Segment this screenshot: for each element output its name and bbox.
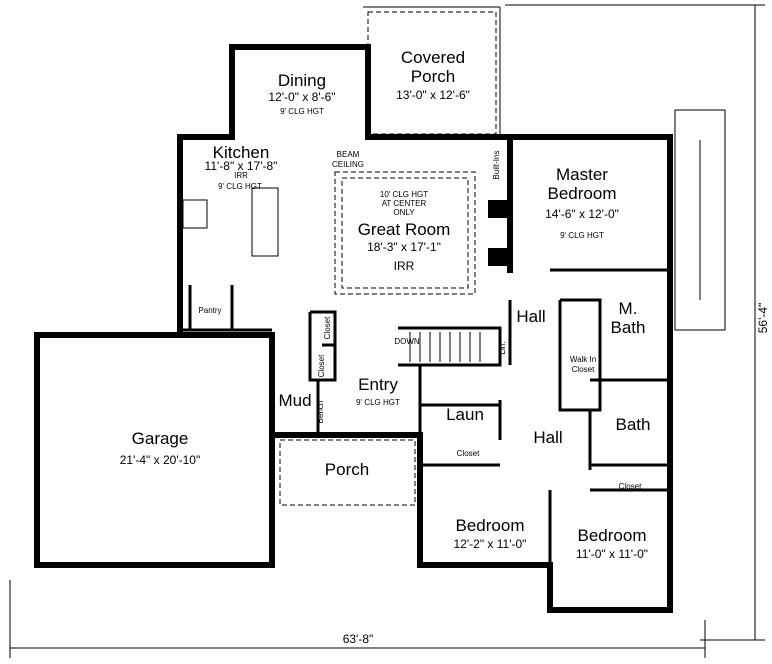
kitchen-size: 11'-8" x 17'-8" <box>205 159 278 173</box>
rear-stairs <box>674 109 726 331</box>
pantry-label: Pantry <box>198 306 221 315</box>
bench-label: Bench <box>316 401 325 424</box>
bath-label: Bath <box>616 415 651 434</box>
dining-size: 12'-0" x 8'-6" <box>268 90 335 104</box>
master-bath-label-2: Bath <box>611 318 646 337</box>
built-ins-label: Built-Ins <box>492 151 501 180</box>
covered-porch-label: Covered <box>401 48 465 67</box>
dimension-lines <box>9 4 765 658</box>
master-bedroom-label-2: Bedroom <box>548 184 617 203</box>
mud-label: Mud <box>278 391 311 410</box>
stairs-down-label: DOWN <box>394 337 420 346</box>
bedroom-closet-label: Closet <box>457 449 480 458</box>
hall-label: Hall <box>516 307 545 326</box>
entry-label: Entry <box>358 375 398 394</box>
beam-label: BEAM <box>337 150 360 159</box>
laundry-label: Laun <box>446 405 484 424</box>
beam-label-2: CEILING <box>332 160 364 169</box>
beam-ceiling-outline <box>334 171 476 295</box>
bedroom-2-label: Bedroom <box>578 526 647 545</box>
garage-label: Garage <box>132 429 189 448</box>
front-porch-outline <box>279 439 416 506</box>
bedroom-2-size: 11'-0" x 11'-0" <box>576 547 648 561</box>
walls <box>34 44 673 613</box>
width-dimension: 63'-8" <box>343 632 374 646</box>
porch-label: Porch <box>325 460 369 479</box>
bedroom-1-label: Bedroom <box>456 516 525 535</box>
kitchen-note: IRR <box>234 171 248 180</box>
great-room-size: 18'-3" x 17'-1" <box>367 240 441 254</box>
entry-ceiling: 9' CLG HGT <box>356 398 400 407</box>
dining-label: Dining <box>278 71 326 90</box>
fireplace-icon <box>488 200 510 218</box>
bedroom-closet-label-2: Closet <box>619 482 642 491</box>
garage-size: 21'-4" x 20'-10" <box>120 453 200 467</box>
master-bedroom-label: Master <box>556 165 608 184</box>
range-icon <box>182 199 208 229</box>
kitchen-ceiling: 9' CLG HGT <box>218 182 262 191</box>
linen-label: Lin. <box>498 342 507 355</box>
master-bedroom-size: 14'-6" x 12'-0" <box>545 207 619 221</box>
walk-in-closet-label-2: Closet <box>572 365 595 374</box>
great-room-ceiling: 10' CLG HGT <box>380 190 428 199</box>
great-room-ceiling-3: ONLY <box>393 208 415 217</box>
great-room-note: IRR <box>394 259 415 273</box>
master-bedroom-ceiling: 9' CLG HGT <box>560 231 604 240</box>
closet-label: Closet <box>323 316 332 339</box>
great-room-ceiling-2: AT CENTER <box>382 199 427 208</box>
closet-label-2: Closet <box>317 354 326 377</box>
dining-ceiling: 9' CLG HGT <box>280 107 324 116</box>
master-bath-label: M. <box>619 299 638 318</box>
hall-label-2: Hall <box>533 428 562 447</box>
kitchen-label: Kitchen <box>213 143 270 162</box>
walk-in-closet-label: Walk In <box>570 355 596 364</box>
kitchen-island <box>251 187 279 257</box>
depth-dimension: 56'-4" <box>756 303 770 334</box>
covered-porch-size: 13'-0" x 12'-6" <box>396 88 470 102</box>
bedroom-1-size: 12'-2" x 11'-0" <box>454 537 527 551</box>
covered-porch-label-2: Porch <box>411 67 455 86</box>
staircase <box>409 332 481 362</box>
great-room-label: Great Room <box>358 220 451 239</box>
